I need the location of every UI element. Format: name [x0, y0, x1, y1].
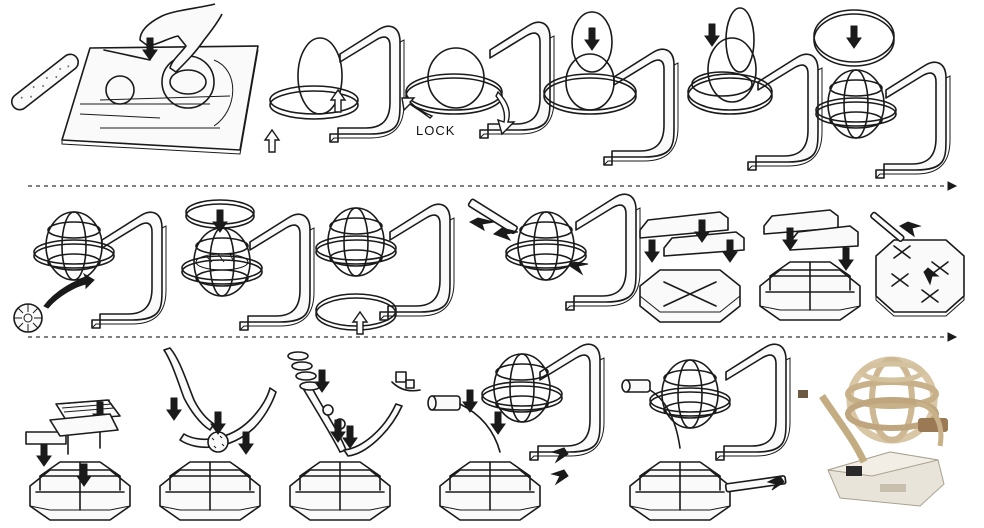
- step-2-6: [759, 209, 861, 321]
- step-1-4: [543, 11, 679, 166]
- step-2-1: [13, 211, 167, 333]
- step-1-6: [813, 9, 951, 179]
- step-3-2: [159, 347, 277, 521]
- step-3-1: [25, 399, 131, 521]
- step-1-2: [264, 25, 405, 153]
- step-2-5: [639, 211, 745, 323]
- step-2-3: [315, 203, 455, 335]
- step-1-3: LOCK: [401, 21, 555, 139]
- row-arrow-2: [947, 332, 958, 342]
- step-2-2: [181, 199, 315, 331]
- step-1-1: [10, 3, 259, 155]
- step-2-4: [467, 193, 641, 311]
- step-3-5: [621, 343, 791, 521]
- finished-model-photo: [798, 356, 948, 507]
- step-3-3: [287, 351, 403, 521]
- step-1-5: [687, 7, 823, 171]
- step-3-4: [391, 343, 605, 521]
- step-2-7: [870, 211, 965, 317]
- lock-label: LOCK: [416, 123, 455, 138]
- row-arrow-1: [947, 181, 958, 191]
